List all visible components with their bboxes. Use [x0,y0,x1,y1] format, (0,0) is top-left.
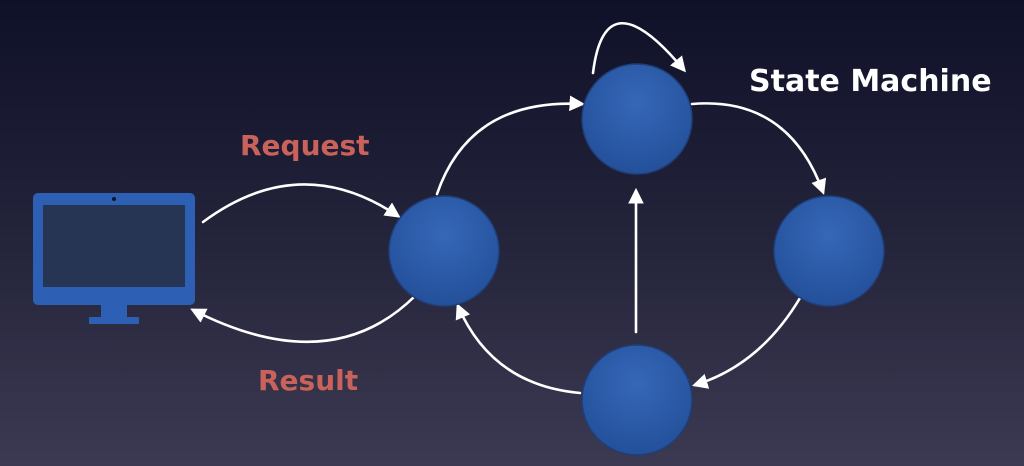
request-label: Request [240,129,370,162]
monitor-screen [43,205,185,287]
result-label: Result [258,364,358,397]
monitor-stand-base [89,317,139,324]
result-arrow [190,294,417,344]
edge-right-to-bottom-state [692,296,802,389]
monitor-stand-neck [101,305,127,318]
diagram-edges [190,21,827,395]
edge-bottom-to-server [455,303,582,395]
server-node [388,195,500,307]
edge-top-self-loop [591,21,686,75]
monitor-camera [112,197,116,201]
state-node-right [773,195,885,307]
state-node-bottom [581,344,693,456]
state-nodes [388,63,885,456]
desktop-monitor-icon [33,193,195,324]
diagram-title: State Machine [749,64,992,99]
state-node-top [581,63,693,175]
edge-server-to-top-state [435,95,586,196]
request-arrow [201,183,401,224]
edge-top-to-right-state [690,102,827,195]
